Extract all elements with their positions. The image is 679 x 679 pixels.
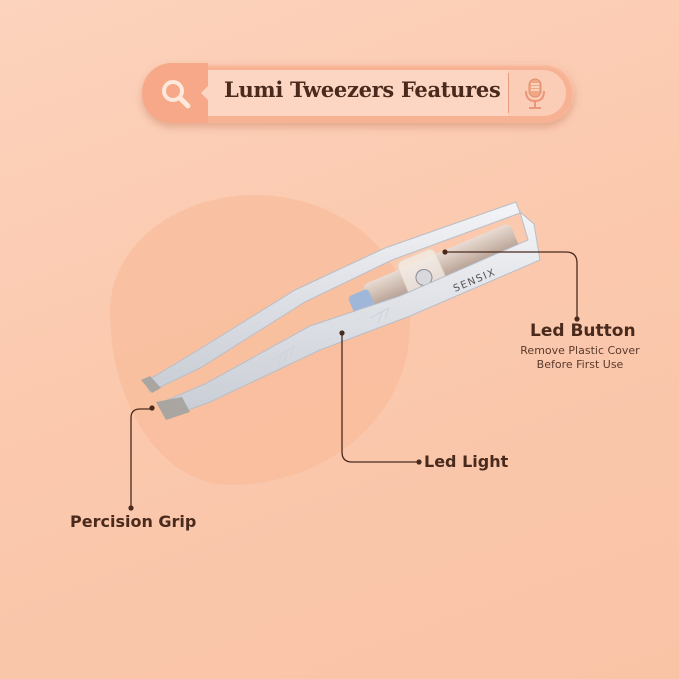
search-bar[interactable]: Lumi Tweezers Features [142, 63, 574, 123]
divider [508, 73, 509, 113]
microphone-icon[interactable] [522, 77, 548, 111]
callout-led-button-title: Led Button [530, 321, 636, 341]
search-input[interactable] [201, 70, 508, 116]
search-icon [162, 80, 191, 109]
search-query: Lumi Tweezers Features [224, 77, 501, 102]
callout-led-button-subtitle-2: Before First Use [536, 358, 624, 371]
callout-precision-grip-title: Percision Grip [70, 512, 197, 531]
callout-led-light-title: Led Light [424, 452, 509, 471]
search-button[interactable] [142, 63, 208, 123]
callout-led-button-subtitle-1: Remove Plastic Cover [520, 344, 640, 357]
